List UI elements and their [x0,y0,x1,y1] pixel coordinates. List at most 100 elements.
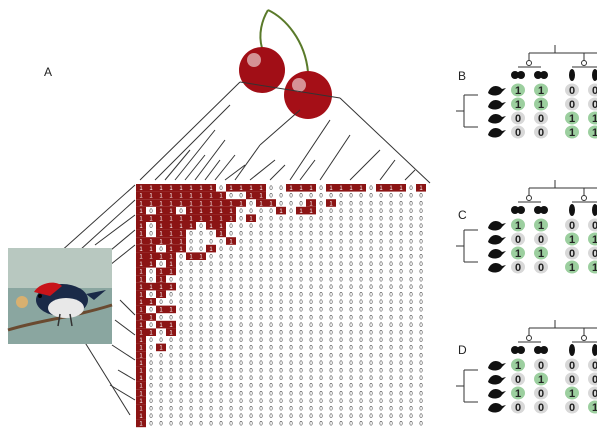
matrix-cell-label: 0 [379,422,383,428]
matrix-cell-label: 0 [209,422,213,428]
matrix-cell-label: 0 [379,414,383,420]
bird-icon [488,85,506,96]
matrix-cell-label: 1 [149,201,153,207]
matrix-cell-label: 0 [149,346,153,352]
matrix-cell-label: 1 [159,232,163,238]
matrix-cell-label: 0 [289,414,293,420]
matrix-cell-label: 0 [369,224,373,230]
matrix-cell-label: 0 [399,255,403,261]
matrix-cell-label: 0 [379,315,383,321]
matrix-cell-label: 0 [319,308,323,314]
matrix-cell-label: 0 [249,361,253,367]
badge-label: 1 [592,113,597,125]
matrix-cell-label: 0 [329,277,333,283]
badge [534,372,548,386]
matrix-cell-label: 0 [259,369,263,375]
matrix-cell-label: 0 [189,361,193,367]
badge [511,372,525,386]
matrix-cell-label: 1 [139,331,143,337]
matrix-cell-label: 0 [369,300,373,306]
matrix-cell-label: 0 [359,201,363,207]
matrix-cell-label: 0 [389,285,393,291]
matrix-cell-label: 0 [239,369,243,375]
matrix-cell-label: 0 [219,247,223,253]
subtree-node [526,335,532,341]
matrix-cell-label: 0 [179,331,183,337]
matrix-cell-label: 0 [389,315,393,321]
matrix-cell-label: 1 [169,285,173,291]
badge [565,97,579,111]
matrix-cell-label: 0 [239,346,243,352]
matrix-cell-label: 0 [229,300,233,306]
matrix-cell-label: 0 [359,323,363,329]
matrix-cell-present [216,229,226,238]
matrix-cell-label: 0 [409,376,413,382]
matrix-cell-label: 0 [259,422,263,428]
badge-label: 0 [515,374,521,386]
matrix-cell-label: 0 [209,232,213,238]
matrix-cell-label: 0 [409,209,413,215]
matrix-cell-label: 0 [349,209,353,215]
matrix-cell-label: 0 [349,277,353,283]
bird-icon [488,234,506,245]
matrix-cell-label: 0 [269,270,273,276]
matrix-cell-label: 0 [229,384,233,390]
badge-label: 0 [538,113,544,125]
matrix-cell-label: 0 [149,422,153,428]
matrix-cell-label: 0 [229,414,233,420]
matrix-cell-label: 1 [139,186,143,192]
matrix-cell-label: 0 [279,293,283,299]
matrix-cell-present [146,191,156,200]
matrix-cell-label: 0 [389,247,393,253]
matrix-cell-present [136,290,146,298]
matrix-cell-label: 0 [409,323,413,329]
matrix-cell-present [156,191,166,200]
matrix-cell-label: 0 [319,194,323,200]
matrix-cell-label: 0 [369,384,373,390]
matrix-cell-label: 0 [299,239,303,245]
matrix-cell-label: 0 [249,384,253,390]
matrix-cell-label: 0 [399,224,403,230]
matrix-cell-label: 0 [179,338,183,344]
matrix-cell-present [236,199,246,207]
matrix-cell-label: 0 [289,224,293,230]
matrix-cell-label: 1 [179,232,183,238]
badge [511,218,525,232]
matrix-cell-label: 1 [219,224,223,230]
matrix-cell-label: 0 [349,255,353,261]
matrix-cell-present [156,343,166,352]
matrix-cell-present [156,252,166,260]
matrix-cell-label: 0 [199,391,203,397]
bird-icon [488,220,506,231]
matrix-cell-label: 1 [139,376,143,382]
matrix-cell-label: 0 [209,315,213,321]
matrix-cell-label: 0 [189,247,193,253]
fruit-icon [569,344,575,356]
matrix-cell-label: 0 [279,217,283,223]
matrix-cell-label: 1 [179,247,183,253]
matrix-cell-label: 0 [209,361,213,367]
matrix-cell-label: 0 [299,346,303,352]
fruit-icon [534,346,542,354]
matrix-cell-present [166,244,176,253]
matrix-cell-label: 0 [299,270,303,276]
matrix-cell-label: 0 [399,384,403,390]
badge-label: 1 [515,85,521,97]
matrix-cell-label: 0 [269,353,273,359]
matrix-cell-label: 0 [209,376,213,382]
matrix-cell-label: 0 [309,232,313,238]
matrix-cell-label: 0 [399,422,403,428]
matrix-cell-label: 0 [349,338,353,344]
matrix-cell-label: 0 [189,277,193,283]
subtree-node [581,195,587,201]
matrix-cell-label: 0 [289,346,293,352]
matrix-cell-label: 0 [359,346,363,352]
matrix-cell-label: 0 [379,277,383,283]
matrix-cell-label: 0 [209,414,213,420]
matrix-cell-label: 1 [159,346,163,352]
matrix-cell-label: 0 [189,239,193,245]
matrix-cell-present [156,184,166,192]
matrix-cell-label: 0 [229,255,233,261]
matrix-cell-label: 0 [329,399,333,405]
matrix-cell-label: 0 [279,369,283,375]
